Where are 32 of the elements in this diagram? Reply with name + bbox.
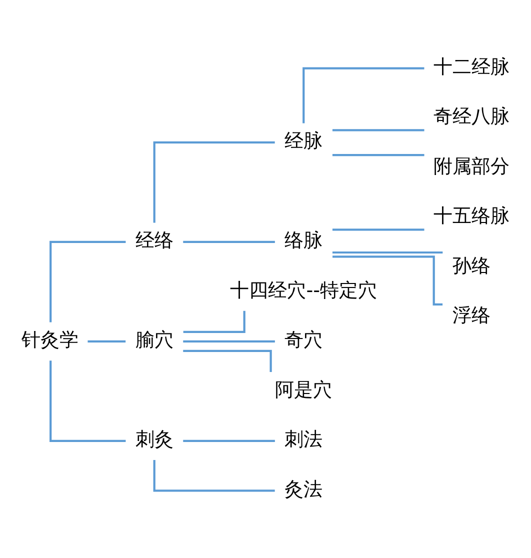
node-text: 经络 bbox=[135, 229, 174, 252]
connector bbox=[332, 250, 443, 254]
connector bbox=[332, 154, 424, 156]
connector bbox=[50, 360, 126, 442]
node-text: 刺法 bbox=[284, 428, 323, 450]
connector bbox=[183, 240, 275, 242]
node-text: 灸法 bbox=[284, 478, 323, 500]
node-text: 附属部分 bbox=[433, 154, 510, 177]
connector bbox=[183, 349, 272, 372]
node-text: 孙络 bbox=[452, 254, 490, 276]
connector bbox=[153, 460, 275, 492]
node-text: 奇穴 bbox=[284, 328, 323, 351]
connector bbox=[183, 340, 275, 342]
connector bbox=[183, 310, 246, 332]
node-text: 刺灸 bbox=[135, 428, 174, 450]
node-text: 奇经八脉 bbox=[433, 105, 510, 128]
connector bbox=[183, 439, 275, 442]
connector bbox=[88, 340, 126, 342]
node-text: 针灸学 bbox=[22, 328, 79, 351]
node-text: 十二经脉 bbox=[433, 55, 510, 78]
connector bbox=[332, 228, 424, 230]
node-text: 腧穴 bbox=[135, 328, 174, 351]
connector bbox=[50, 240, 126, 322]
node-text: 经脉 bbox=[284, 130, 323, 152]
node-text: 十四经穴--特定穴 bbox=[230, 278, 377, 301]
connector bbox=[332, 128, 424, 131]
node-text: 浮络 bbox=[452, 304, 490, 326]
node-text: 十五络脉 bbox=[433, 204, 510, 227]
connector bbox=[153, 140, 275, 222]
connector bbox=[302, 66, 424, 123]
node-text: 阿是穴 bbox=[275, 378, 332, 400]
node-text: 络脉 bbox=[284, 229, 323, 252]
